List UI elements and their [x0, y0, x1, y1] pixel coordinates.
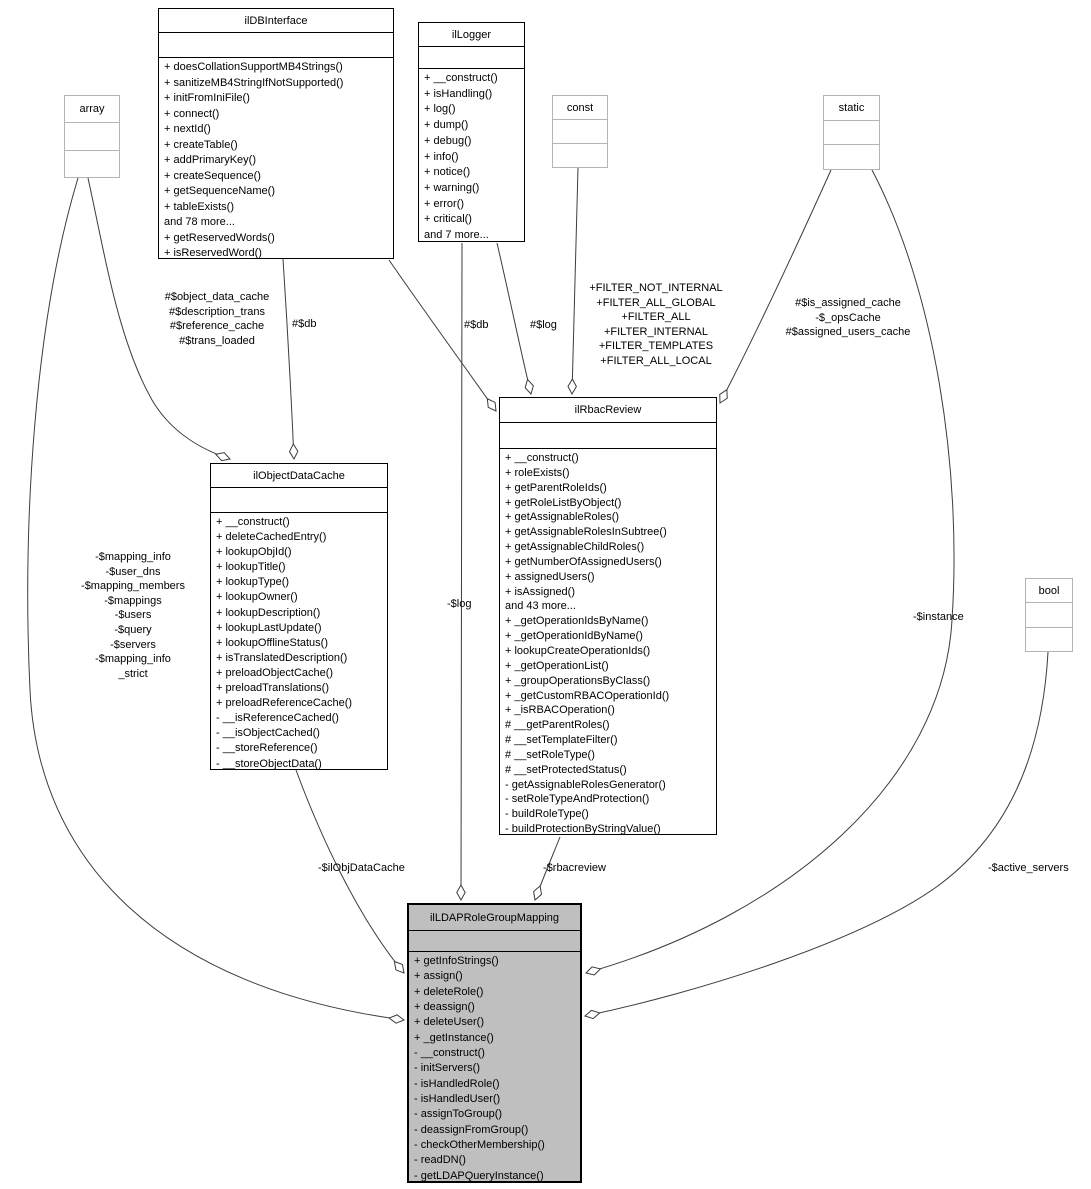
- edge-label-logger-to-rbac: #$log: [530, 319, 557, 331]
- class-node-ildbinterface[interactable]: ilDBInterface + doesCollationSupportMB4S…: [158, 8, 394, 259]
- type-title: const: [553, 96, 607, 120]
- edge-bool-to-mapping: [585, 651, 1049, 1016]
- edge-dbinterface-to-rbac: [388, 259, 496, 411]
- class-node-illogger[interactable]: ilLogger + __construct() + isHandling() …: [418, 22, 525, 242]
- edge-label-rbac-to-mapping: -$rbacreview: [543, 862, 606, 874]
- class-title: ilLogger: [419, 23, 524, 47]
- edge-label-objcache-to-mapping: -$ilObjDataCache: [318, 862, 405, 874]
- edge-label-array-to-objcache: #$object_data_cache #$description_trans …: [164, 291, 270, 347]
- edge-label-logger-to-mapping: -$log: [447, 598, 472, 610]
- class-title: ilLDAPRoleGroupMapping: [409, 905, 580, 931]
- type-title: static: [824, 96, 879, 121]
- type-row-empty: [65, 123, 119, 151]
- edge-label-const-to-rbac: +FILTER_NOT_INTERNAL +FILTER_ALL_GLOBAL …: [589, 282, 723, 367]
- edge-array-to-mapping: [27, 177, 404, 1020]
- class-title: ilDBInterface: [159, 9, 393, 33]
- class-methods: + getInfoStrings() + assign() + deleteRo…: [414, 955, 545, 1181]
- class-node-illdaprolegroupmapping[interactable]: ilLDAPRoleGroupMapping + getInfoStrings(…: [407, 903, 582, 1183]
- type-row-empty: [65, 151, 119, 177]
- class-methods: + doesCollationSupportMB4Strings() + san…: [164, 61, 344, 258]
- type-row-empty: [1026, 603, 1072, 628]
- class-title: ilObjectDataCache: [211, 464, 387, 488]
- type-node-static[interactable]: static: [823, 95, 880, 170]
- edge-label-db-to-objcache: #$db: [292, 318, 317, 330]
- edge-label-static-to-rbac: #$is_assigned_cache -$_opsCache #$assign…: [785, 297, 911, 339]
- type-row-empty: [553, 120, 607, 144]
- class-attributes-empty: [159, 33, 393, 58]
- type-title: array: [65, 96, 119, 124]
- class-attributes-empty: [409, 931, 580, 952]
- type-row-empty: [1026, 628, 1072, 651]
- type-row-empty: [824, 145, 879, 169]
- class-attributes-empty: [500, 423, 716, 449]
- edge-logger-to-mapping: [461, 242, 462, 900]
- class-node-ilrbacreview[interactable]: ilRbacReview + __construct() + roleExist…: [499, 397, 717, 835]
- type-node-array[interactable]: array: [64, 95, 120, 178]
- edge-logger-to-rbac: [496, 242, 531, 394]
- type-title: bool: [1026, 579, 1072, 604]
- edge-objcache-to-mapping: [295, 769, 404, 973]
- class-attributes-empty: [211, 488, 387, 513]
- class-attributes-empty: [419, 47, 524, 69]
- edge-label-bool-to-mapping: -$active_servers: [988, 862, 1069, 874]
- type-node-bool[interactable]: bool: [1025, 578, 1073, 652]
- edge-label-static-to-mapping: -$instance: [913, 611, 964, 623]
- edge-array-to-objcache: [87, 177, 230, 459]
- edge-rbac-to-mapping: [535, 836, 561, 900]
- edge-label-array-to-mapping: -$mapping_info -$user_dns -$mapping_memb…: [81, 551, 185, 680]
- edge-dbinterface-to-objcache: [282, 258, 294, 459]
- edge-label-db-to-rbac: #$db: [464, 319, 489, 331]
- class-methods: + __construct() + roleExists() + getPare…: [505, 452, 670, 834]
- type-row-empty: [824, 121, 879, 146]
- class-methods: + __construct() + deleteCachedEntry() + …: [216, 516, 353, 769]
- type-node-const[interactable]: const: [552, 95, 608, 168]
- class-node-ilobjectdatacache[interactable]: ilObjectDataCache + __construct() + dele…: [210, 463, 388, 770]
- type-row-empty: [553, 144, 607, 167]
- edge-static-to-mapping: [586, 169, 955, 973]
- edge-static-to-rbac: [720, 169, 832, 403]
- class-title: ilRbacReview: [500, 398, 716, 423]
- edge-const-to-rbac: [572, 167, 579, 394]
- class-methods: + __construct() + isHandling() + log() +…: [424, 72, 498, 241]
